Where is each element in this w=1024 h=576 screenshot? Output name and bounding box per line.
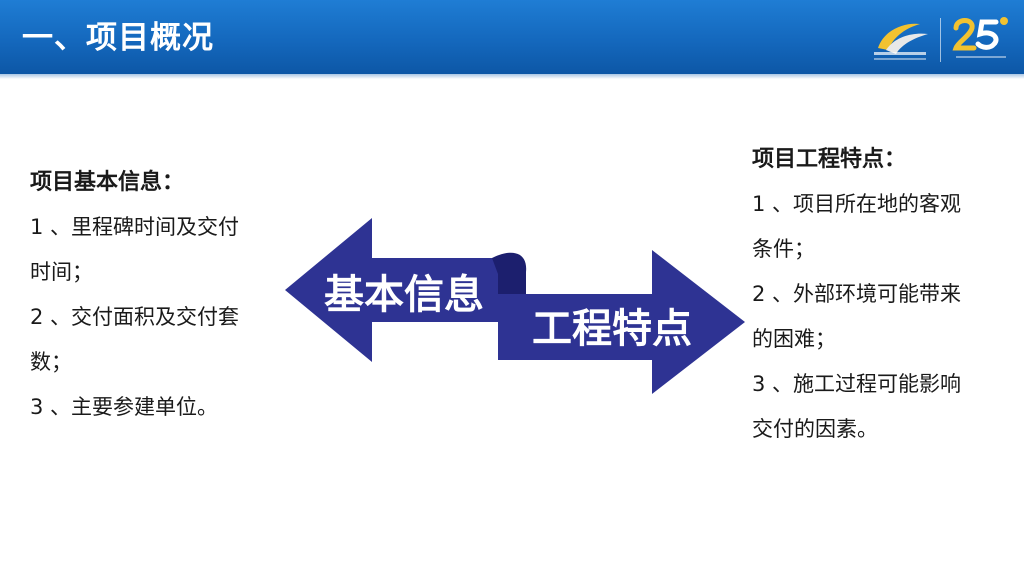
right-panel-line: 1 、项目所在地的客观: [752, 192, 962, 216]
engineering-features-arrow-label: 工程特点: [532, 306, 692, 352]
right-panel-line: 3 、施工过程可能影响: [752, 372, 962, 396]
left-panel-line: 1 、里程碑时间及交付: [30, 215, 240, 239]
left-arrow-shape: [285, 218, 508, 362]
basic-info-arrow-label: 基本信息: [324, 272, 484, 318]
logo-divider: [940, 18, 941, 62]
project-engineering-features-panel: 项目工程特点： 1 、项目所在地的客观 条件； 2 、外部环境可能带来 的困难；…: [752, 137, 1014, 452]
project-basic-info-panel: 项目基本信息： 1 、里程碑时间及交付 时间； 2 、交付面积及交付套 数； 3…: [30, 160, 292, 430]
page-title: 一、项目概况: [22, 20, 214, 56]
right-panel-line: 条件；: [752, 237, 815, 261]
right-arrow-shape: [498, 250, 745, 394]
company-logo-icon: [874, 23, 928, 60]
double-arrow-graphic: 基本信息 工程特点: [285, 218, 745, 394]
anniversary-25-logo-icon: [952, 17, 1008, 58]
left-panel-line: 数；: [30, 350, 72, 374]
title-bar-shadow: [0, 74, 1024, 79]
left-panel-line: 时间；: [30, 260, 93, 284]
right-panel-line: 的困难；: [752, 327, 836, 351]
right-panel-title: 项目工程特点：: [752, 147, 907, 172]
left-panel-title: 项目基本信息：: [30, 170, 185, 195]
right-panel-line: 2 、外部环境可能带来: [752, 282, 962, 306]
logo-area: [864, 12, 1014, 66]
left-panel-line: 2 、交付面积及交付套: [30, 305, 240, 329]
left-panel-line: 3 、主要参建单位。: [30, 395, 219, 419]
right-panel-line: 交付的因素。: [752, 417, 878, 441]
title-bar: 一、项目概况: [0, 0, 1024, 74]
